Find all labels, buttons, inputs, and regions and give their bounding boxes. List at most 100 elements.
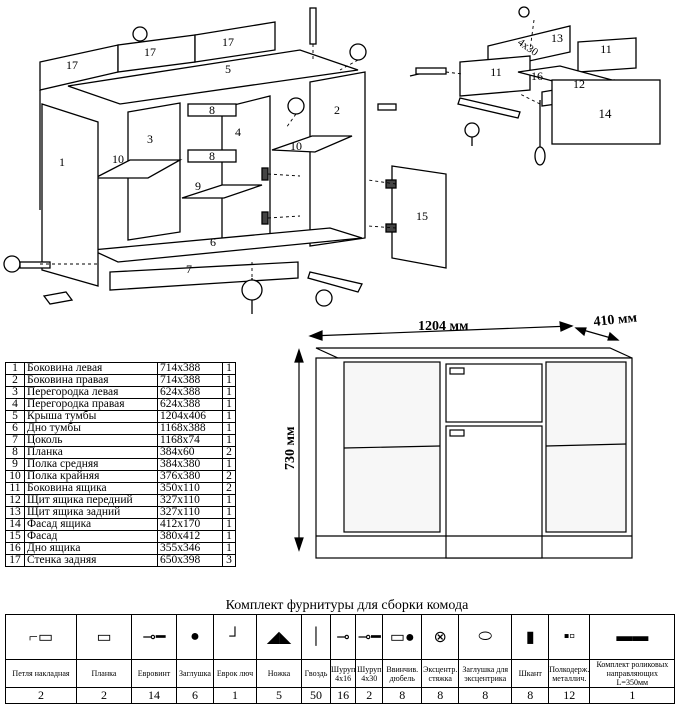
hardware-count: 2: [5, 687, 77, 704]
runner-icon: ▬▬: [589, 614, 676, 660]
hardware-count: 2: [76, 687, 132, 704]
parts-cell-qty: 1: [222, 530, 236, 543]
parts-cell-size: 327x110: [157, 506, 223, 519]
parts-cell-n: 5: [5, 410, 25, 423]
parts-cell-n: 10: [5, 470, 25, 483]
euro-screw-icon: ⊸━: [131, 614, 177, 660]
plinth-7: [109, 261, 299, 291]
drawer-side-11-right: [577, 37, 637, 73]
parts-cell-size: 714x388: [157, 374, 223, 387]
label-part-13: 13: [551, 31, 563, 45]
bottom-panel-6: [89, 227, 363, 263]
label-part-10a: 10: [112, 152, 124, 166]
parts-cell-name: Перегородка правая: [24, 398, 158, 411]
hardware-count: 50: [301, 687, 331, 704]
dimension-width: 1204 мм: [418, 319, 469, 334]
parts-cell-name: Дно тумбы: [24, 422, 158, 435]
drawer-side-11-left: [459, 55, 531, 97]
hardware-label: Еврок люч: [213, 659, 257, 688]
parts-cell-size: 380x412: [157, 530, 223, 543]
dimension-drawing: 1204 мм 410 мм 730 мм: [283, 310, 638, 559]
hardware-count: 8: [458, 687, 513, 704]
hardware-label: Гвоздь: [301, 659, 331, 688]
parts-cell-size: 376x380: [157, 470, 223, 483]
parts-cell-n: 6: [5, 422, 25, 435]
parts-cell-name: Фасад ящика: [24, 518, 158, 531]
nail-icon: │: [301, 614, 331, 660]
wood-dowel-icon: ▮: [511, 614, 550, 660]
drawer-fascia-14: [551, 79, 661, 145]
hardware-count: 8: [421, 687, 460, 704]
hardware-count: 12: [548, 687, 591, 704]
parts-cell-name: Боковина левая: [24, 362, 158, 375]
parts-cell-size: 327x110: [157, 494, 223, 507]
parts-cell-size: 1204x406: [157, 410, 223, 423]
parts-cell-name: Боковина правая: [24, 374, 158, 387]
hex-key-icon: ┘: [213, 614, 257, 660]
parts-cell-name: Боковина ящика: [24, 482, 158, 495]
parts-cell-n: 14: [5, 518, 25, 531]
parts-cell-qty: 1: [222, 362, 236, 375]
parts-cell-n: 13: [5, 506, 25, 519]
assembly-diagram: 1 2 3 4 5 6 7 8 8 9 10 10 11 11 12 13 14…: [3, 6, 661, 314]
parts-cell-name: Полка крайняя: [24, 470, 158, 483]
parts-cell-name: Крыша тумбы: [24, 410, 158, 423]
hardware-label: Евровинт: [131, 659, 177, 688]
label-part-11b: 11: [600, 42, 612, 56]
parts-cell-qty: 1: [222, 386, 236, 399]
eccentric-cap-icon: ⬭: [458, 614, 513, 660]
hardware-count: 2: [355, 687, 384, 704]
back-panel-17-mid: [117, 34, 196, 73]
hinge-icon: ⌐▭: [5, 614, 77, 660]
screw-4x30-icon: ⊸━: [355, 614, 384, 660]
label-part-2: 2: [334, 103, 340, 117]
parts-cell-size: 650x398: [157, 554, 223, 567]
leg-icon: ◢◣: [256, 614, 302, 660]
parts-cell-size: 384x60: [157, 446, 223, 459]
parts-cell-n: 1: [5, 362, 25, 375]
hardware-label: Ввинчив. дюбель: [382, 659, 423, 688]
parts-cell-qty: 3: [222, 554, 236, 567]
back-panel-17-right: [194, 21, 276, 63]
plate-icon: ▭: [76, 614, 132, 660]
parts-cell-n: 15: [5, 530, 25, 543]
shelf-9: [181, 184, 263, 199]
hardware-label: Шуруп 4x30: [355, 659, 384, 688]
label-part-17b: 17: [144, 45, 156, 59]
hardware-label: Комплект роликовых направляющих L=350мм: [589, 659, 676, 688]
parts-cell-n: 4: [5, 398, 25, 411]
hardware-count: 5: [256, 687, 302, 704]
hardware-label: Полкодерж. металлич.: [548, 659, 591, 688]
right-side-2: [309, 71, 366, 247]
hardware-label: Ножка: [256, 659, 302, 688]
parts-cell-qty: 2: [222, 446, 236, 459]
parts-cell-qty: 1: [222, 410, 236, 423]
parts-cell-n: 17: [5, 554, 25, 567]
parts-cell-name: Щит ящика задний: [24, 506, 158, 519]
parts-cell-n: 8: [5, 446, 25, 459]
label-part-1: 1: [59, 155, 65, 169]
parts-cell-qty: 1: [222, 398, 236, 411]
parts-cell-size: 355x346: [157, 542, 223, 555]
label-part-8b: 8: [209, 149, 215, 163]
label-part-5: 5: [225, 62, 231, 76]
hardware-label: Эксцентр. стяжка: [421, 659, 460, 688]
parts-cell-n: 3: [5, 386, 25, 399]
label-part-16: 16: [531, 69, 543, 83]
parts-cell-qty: 1: [222, 506, 236, 519]
parts-cell-name: Щит ящика передний: [24, 494, 158, 507]
eccentric-icon: ⊗: [421, 614, 460, 660]
parts-cell-name: Перегородка левая: [24, 386, 158, 399]
